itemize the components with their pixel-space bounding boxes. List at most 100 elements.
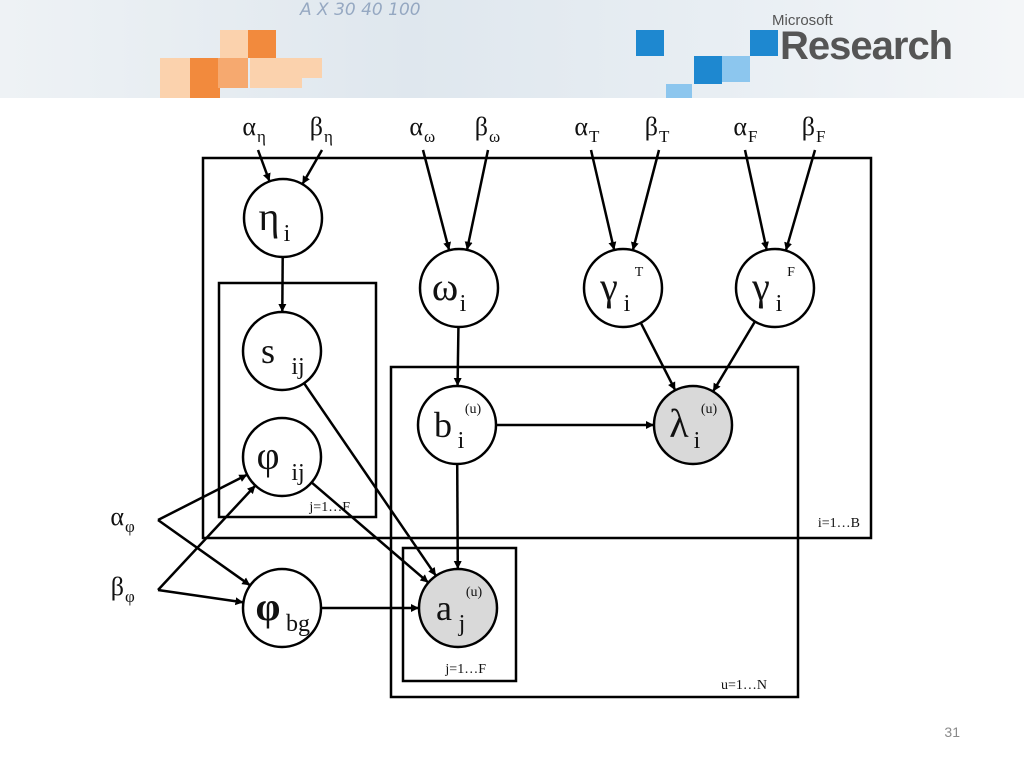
edge-beta-eta-to-eta	[301, 149, 324, 185]
decorative-tile	[694, 56, 722, 84]
edge-beta-f-to-gamma-f	[784, 149, 817, 251]
prior-alpha-omega-symbol: α	[409, 112, 423, 141]
prior-beta-phi-subscript: φ	[125, 587, 135, 606]
plate-j-outer-label: j=1…F	[308, 500, 350, 515]
prior-alpha-eta-subscript: η	[257, 127, 266, 146]
prior-beta-eta-symbol: β	[310, 112, 323, 141]
edge-b-to-a	[453, 463, 462, 570]
edge-alpha-f-to-gamma-f	[743, 149, 769, 251]
node-gamma-f-symbol: γ	[751, 264, 770, 309]
prior-alpha-phi-symbol: α	[110, 502, 124, 531]
background-sketch: A X 30 40 100	[300, 0, 421, 20]
prior-alpha-t-subscript: T	[589, 127, 600, 146]
edge-alpha-phi-to-phi	[157, 473, 248, 522]
node-phi-subscript: ij	[291, 460, 304, 486]
plate-u-label: u=1…N	[721, 678, 767, 693]
prior-alpha-omega-subscript: ω	[424, 127, 435, 146]
prior-beta-phi-symbol: β	[111, 572, 124, 601]
decorative-tile	[302, 58, 322, 78]
prior-beta-f-symbol: β	[802, 112, 815, 141]
node-omega-subscript: i	[460, 291, 467, 317]
node-a-superscript: (u)	[466, 585, 483, 600]
node-lambda-superscript: (u)	[701, 402, 718, 417]
node-phi-circle	[241, 416, 323, 498]
edge-s-to-a	[303, 382, 437, 577]
edge-gamma-f-to-lambda	[711, 320, 757, 393]
decorative-tile	[250, 58, 302, 88]
node-omega-circle	[418, 247, 500, 329]
node-gamma-f-subscript: i	[776, 291, 783, 317]
decorative-tile	[160, 58, 190, 86]
decorative-tile	[248, 30, 276, 58]
prior-beta-t-subscript: T	[659, 127, 670, 146]
node-gamma-t-subscript: i	[624, 291, 631, 317]
prior-alpha-t-symbol: α	[574, 112, 588, 141]
node-phi-bg-subscript: bg	[286, 611, 310, 637]
node-s-subscript: ij	[291, 354, 304, 380]
node-a-subscript: j	[458, 611, 466, 637]
node-a-symbol: a	[436, 588, 452, 628]
prior-beta-omega-symbol: β	[475, 112, 488, 141]
node-phi-bg-circle	[241, 567, 323, 649]
edge-beta-phi-to-phi	[157, 484, 257, 591]
decorative-tile	[160, 85, 192, 98]
node-eta-circle	[242, 177, 324, 259]
node-s-circle	[241, 310, 323, 392]
plate-u	[389, 365, 800, 699]
prior-beta-omega-subscript: ω	[489, 127, 500, 146]
prior-alpha-eta-symbol: α	[242, 112, 256, 141]
node-phi-bg-symbol: φ	[256, 584, 281, 629]
plate-j-inner	[401, 546, 518, 683]
plate-j-inner-label: j=1…F	[444, 662, 486, 677]
brand-research-logo: Research	[780, 24, 953, 68]
edge-beta-phi-to-phi-bg	[157, 588, 244, 606]
prior-beta-eta-subscript: η	[324, 127, 333, 146]
node-gamma-t-symbol: γ	[599, 264, 618, 309]
decorative-tile	[190, 58, 220, 98]
node-gamma-t-superscript: T	[635, 265, 644, 280]
edge-omega-to-b	[453, 326, 462, 387]
decorative-tile	[218, 58, 248, 88]
decorative-tile	[636, 30, 664, 56]
edge-beta-omega-to-omega	[464, 149, 490, 251]
node-b-circle	[416, 384, 498, 466]
edge-alpha-omega-to-omega	[421, 149, 452, 251]
node-b-subscript: i	[458, 428, 465, 454]
plate-j-outer	[217, 281, 378, 519]
decorative-tile	[750, 30, 778, 56]
page-number: 31	[944, 724, 960, 740]
node-lambda-circle	[652, 384, 734, 466]
prior-alpha-f-symbol: α	[733, 112, 747, 141]
node-lambda-subscript: i	[694, 428, 701, 454]
edge-phi-to-a	[310, 481, 430, 584]
node-eta-subscript: i	[284, 221, 291, 247]
edge-gamma-t-to-lambda	[639, 322, 677, 391]
prior-alpha-f-subscript: F	[748, 127, 757, 146]
brand-microsoft: Microsoft	[772, 12, 833, 29]
prior-beta-f-subscript: F	[816, 127, 825, 146]
prior-alpha-phi-subscript: φ	[125, 517, 135, 536]
node-gamma-f-circle	[734, 247, 816, 329]
node-lambda-symbol: λ	[669, 401, 689, 446]
node-s-symbol: s	[261, 331, 275, 371]
decorative-tile	[722, 56, 750, 82]
node-gamma-t-circle	[582, 247, 664, 329]
